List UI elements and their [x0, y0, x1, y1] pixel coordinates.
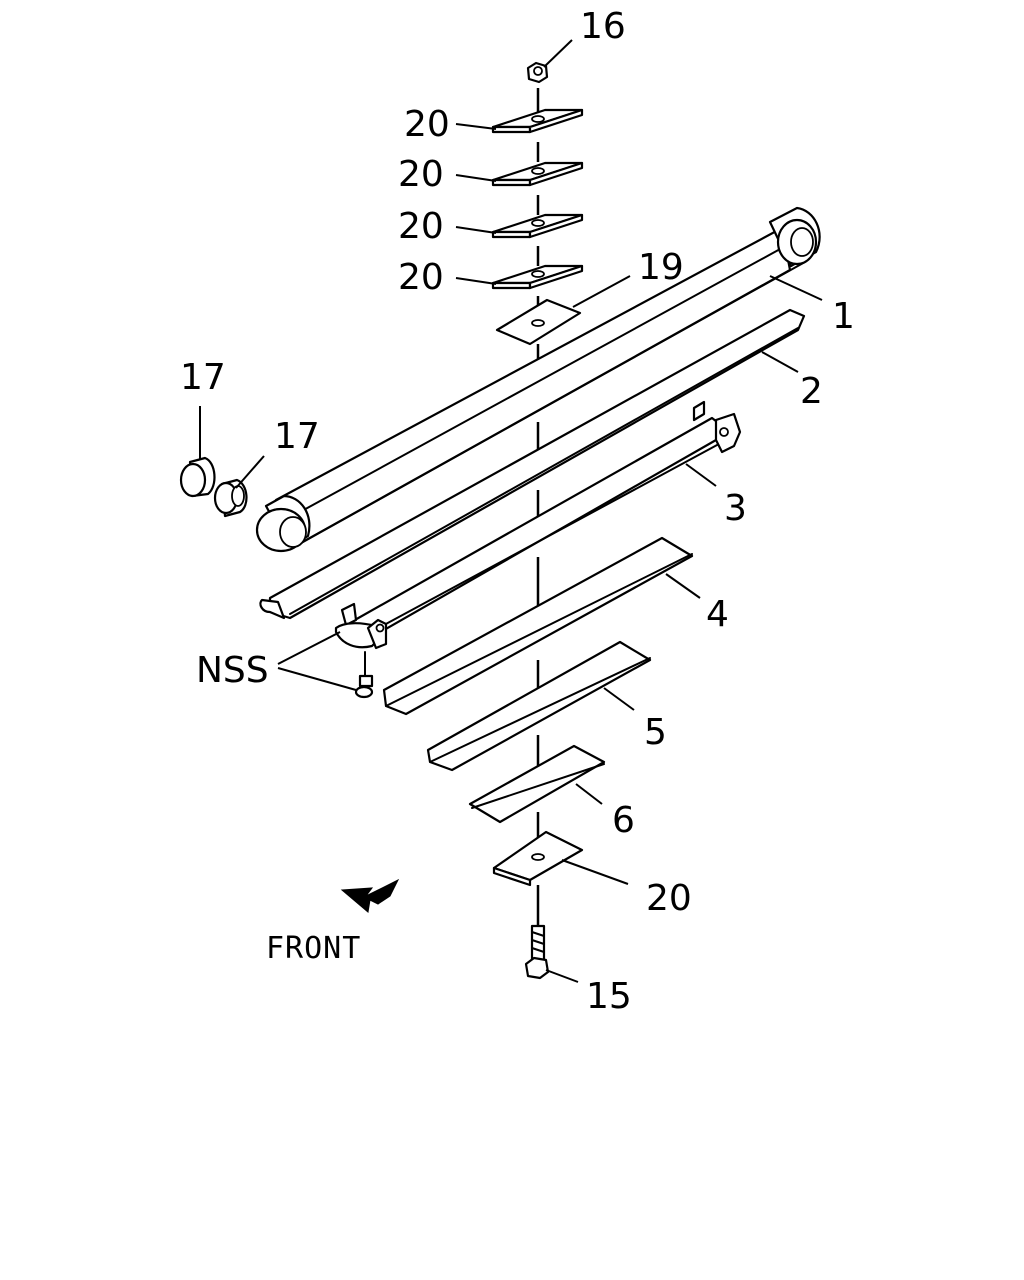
- leader-3: [685, 463, 717, 487]
- callout-1: 1: [832, 296, 855, 337]
- callout-16: 16: [580, 6, 626, 47]
- leader-nss-a: [277, 631, 341, 665]
- leader-17-b: [235, 455, 265, 489]
- callout-20-a: 20: [404, 104, 450, 145]
- part-19-plate: [495, 298, 582, 346]
- part-5-fifth-leaf: [426, 640, 652, 772]
- callout-17-b: 17: [274, 416, 320, 457]
- part-17-bushing-left: [179, 456, 216, 498]
- callout-17-a: 17: [180, 357, 226, 398]
- leader-5: [603, 687, 635, 711]
- part-1-main-leaf: [255, 206, 821, 553]
- part-15-bolt: [524, 924, 550, 980]
- part-2-second-leaf: [259, 308, 806, 620]
- part-20-shim-4: [491, 264, 584, 290]
- front-label: FRONT: [266, 931, 361, 966]
- part-20-shim-3: [491, 213, 584, 239]
- part-20-shim-2: [491, 161, 584, 187]
- callout-20-b: 20: [398, 154, 444, 195]
- leader-16: [543, 39, 573, 68]
- arrow-down-left-icon: [340, 878, 400, 913]
- part-17-bushing-right: [213, 478, 248, 518]
- callout-3: 3: [724, 488, 747, 529]
- callout-19: 19: [638, 247, 684, 288]
- part-6-sixth-leaf: [468, 744, 606, 824]
- leader-20-e: [561, 859, 629, 885]
- part-20-shim-1: [491, 108, 584, 134]
- leader-20-c: [455, 226, 497, 234]
- part-20-shim-lower: [492, 830, 584, 887]
- nss-bolt: [354, 651, 374, 699]
- callout-6: 6: [612, 800, 635, 841]
- leader-20-a: [455, 123, 497, 130]
- leader-nss-b: [277, 667, 357, 691]
- leader-20-b: [455, 174, 497, 182]
- callout-4: 4: [706, 594, 729, 635]
- part-3-third-leaf: [334, 400, 742, 650]
- callout-15: 15: [586, 976, 632, 1017]
- callout-2: 2: [800, 371, 823, 412]
- callout-5: 5: [644, 712, 667, 753]
- leader-2: [761, 351, 799, 373]
- callout-20-d: 20: [398, 257, 444, 298]
- leader-15: [545, 969, 579, 983]
- leader-1: [769, 275, 823, 301]
- callout-20-e: 20: [646, 878, 692, 919]
- callout-nss: NSS: [196, 650, 269, 691]
- leader-4: [665, 573, 701, 599]
- leader-20-d: [455, 277, 497, 285]
- leader-6: [575, 783, 603, 805]
- part-16-nut: [526, 61, 549, 84]
- part-4-fourth-leaf: [382, 536, 694, 716]
- callout-20-c: 20: [398, 206, 444, 247]
- leader-19: [572, 275, 631, 308]
